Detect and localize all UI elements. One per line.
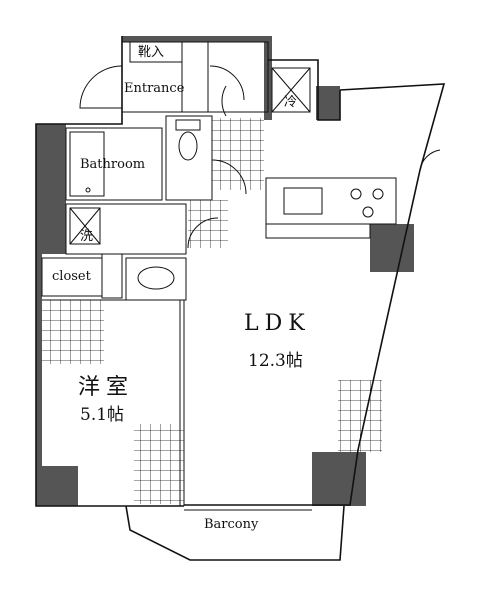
hall-tiles-2 bbox=[188, 200, 228, 248]
wall-left-block bbox=[36, 124, 66, 254]
western-room-name-label: 洋室 bbox=[78, 375, 134, 400]
fridge-mark: 冷 bbox=[284, 95, 297, 110]
bathtub bbox=[69, 131, 105, 197]
shoe-storage-label: 靴入 bbox=[138, 45, 164, 60]
kitchen-counter-edge bbox=[265, 223, 371, 239]
ldk-size-label: 12.3帖 bbox=[248, 351, 303, 371]
toilet-room bbox=[165, 115, 213, 201]
outline-upper bbox=[268, 59, 341, 121]
stove-burner-2 bbox=[372, 188, 384, 200]
stove-burner-3 bbox=[362, 206, 374, 218]
stove-burner-1 bbox=[350, 188, 362, 200]
wall-bottom-left-block bbox=[36, 466, 78, 506]
bathroom-label: Bathroom bbox=[80, 157, 145, 172]
wall-left bbox=[36, 124, 42, 504]
ldk-name-label: LDK bbox=[244, 311, 311, 336]
vanity bbox=[125, 257, 187, 301]
western-room-tiles-bottom bbox=[134, 424, 184, 504]
entrance-door-swing bbox=[79, 65, 123, 109]
entrance-label: Entrance bbox=[124, 81, 185, 96]
bathtub-drain bbox=[85, 187, 91, 193]
balcony-label: Barcony bbox=[204, 517, 259, 532]
fridge-diag-2 bbox=[271, 67, 311, 113]
closet-label: closet bbox=[52, 269, 92, 284]
washer-diag-2 bbox=[69, 207, 101, 245]
kitchen-sink bbox=[283, 187, 323, 215]
closet-door bbox=[101, 253, 123, 299]
entrance-area bbox=[121, 41, 269, 113]
bathroom-room bbox=[65, 127, 163, 201]
kitchen-counter bbox=[265, 177, 397, 225]
wall-top bbox=[122, 36, 268, 42]
kitchen-window-swing bbox=[419, 149, 441, 171]
toilet-tank bbox=[175, 119, 201, 131]
balcony-outline bbox=[125, 505, 345, 561]
washroom bbox=[65, 203, 187, 255]
fridge-space bbox=[271, 67, 311, 113]
washroom-door-swing bbox=[187, 217, 219, 249]
outline-ldk bbox=[184, 83, 446, 506]
entrance-hall-door-swing bbox=[221, 85, 227, 117]
entrance-inner-door-swing bbox=[209, 65, 245, 101]
hall-tiles bbox=[212, 118, 264, 190]
ldk-window-tiles bbox=[338, 380, 382, 452]
washer-space bbox=[69, 207, 101, 245]
washer-mark: 洗 bbox=[80, 229, 93, 244]
vanity-sink bbox=[137, 266, 175, 290]
wall-ldk-pillar bbox=[312, 452, 366, 506]
wall-kitchen-pillar bbox=[370, 224, 414, 272]
western-room-tiles-top bbox=[42, 300, 104, 364]
western-room-size-label: 5.1帖 bbox=[80, 405, 124, 425]
toilet-bowl bbox=[178, 131, 198, 161]
wall-upper-notch bbox=[316, 86, 340, 120]
